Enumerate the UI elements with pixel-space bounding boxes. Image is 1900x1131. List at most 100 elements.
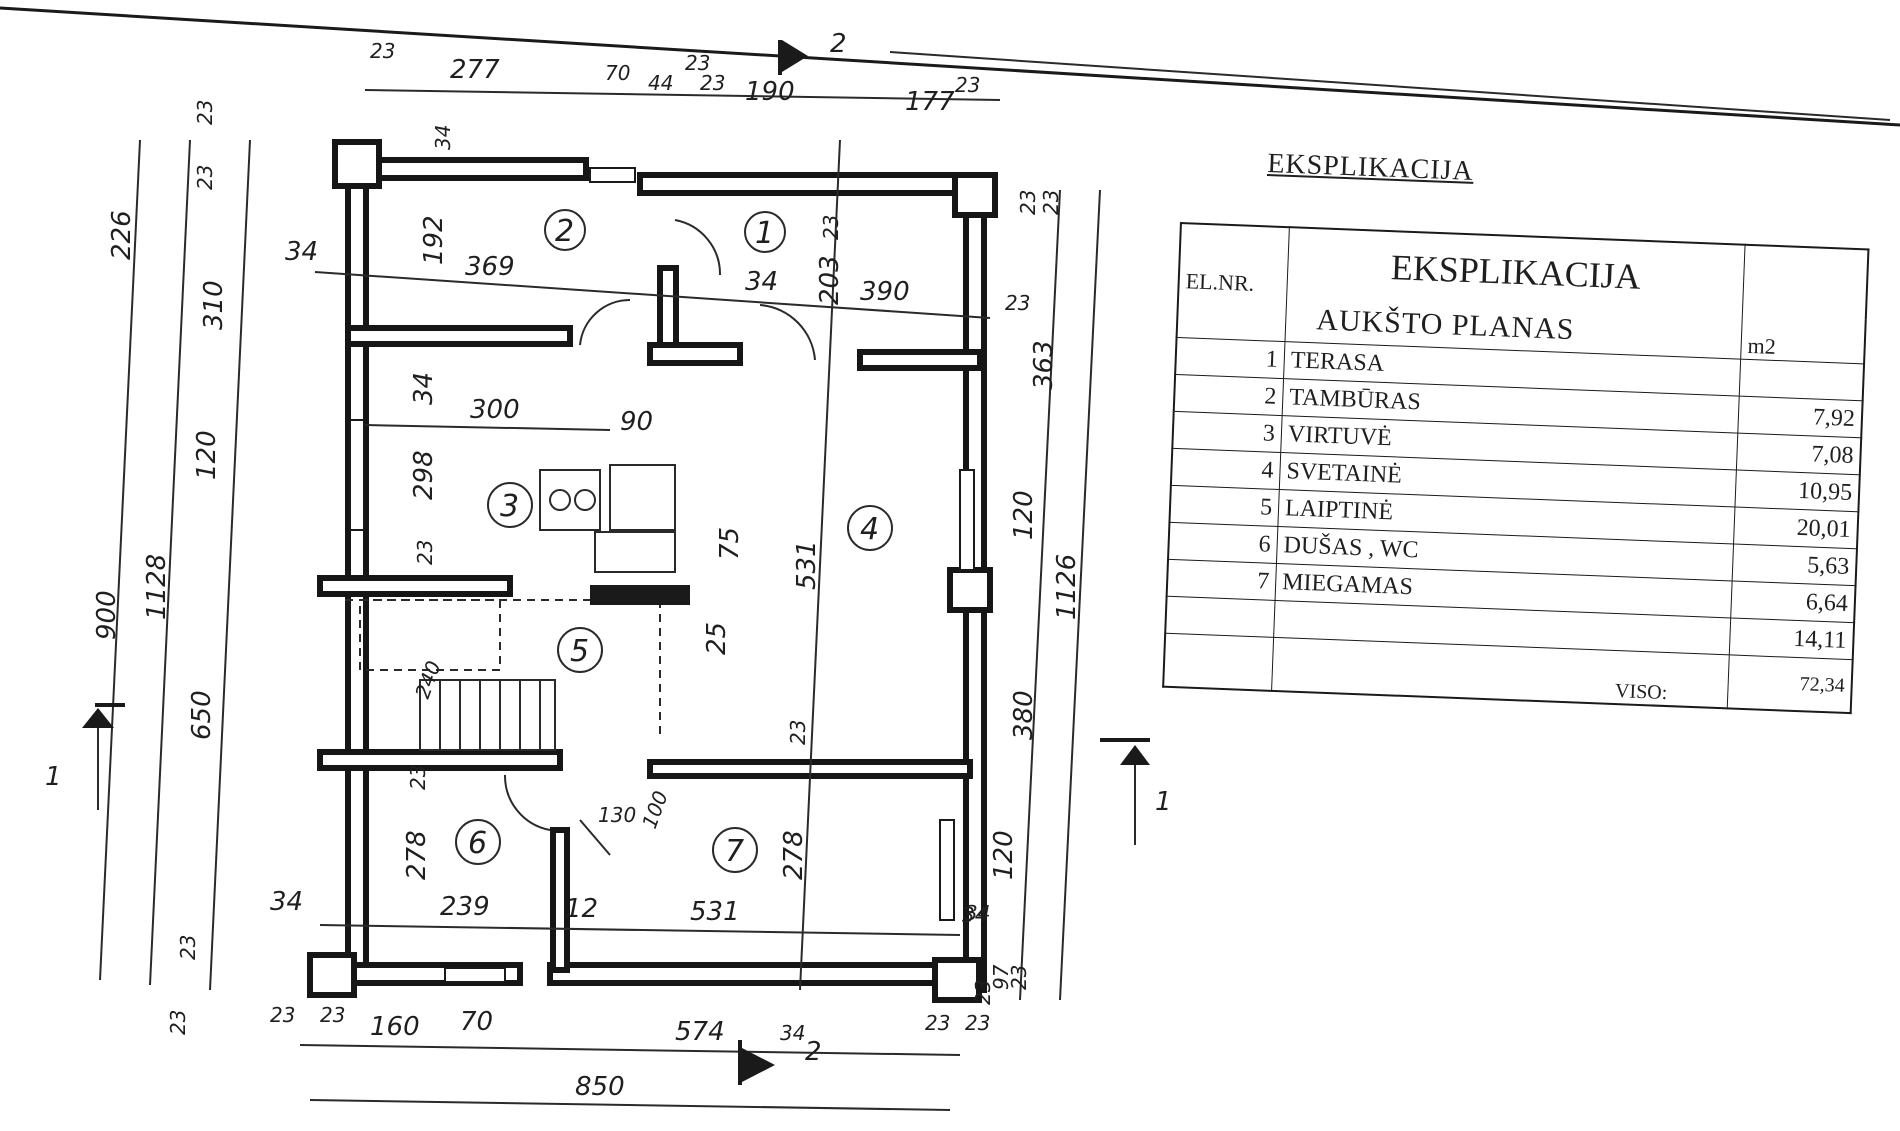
dim-inner-16: 25 — [702, 622, 732, 655]
wall-south-right — [547, 962, 983, 986]
dim-top-7: 177 — [905, 87, 955, 117]
corner-sw — [307, 952, 357, 998]
dim-top-3: 44 — [648, 71, 673, 95]
dims-inner: 34 192 369 34 203 23 390 23 34 300 90 34… — [270, 125, 1030, 927]
dim-bottom-4: 574 — [675, 1017, 725, 1047]
dim-inner-0: 34 — [431, 125, 455, 150]
dim-inner-1: 192 — [419, 215, 449, 265]
dim-inner-14: 75 — [715, 527, 745, 560]
paper-edge-line — [0, 6, 1900, 127]
dim-left-4: 900 — [92, 590, 122, 640]
wall-wc-east — [550, 827, 570, 973]
dim-inner-22: 100 — [637, 788, 673, 832]
room-no-4: 4 — [860, 512, 879, 547]
wall-north-right — [637, 172, 989, 196]
dim-inner-24: 34 — [270, 887, 303, 917]
dim-right-10: 23 — [1007, 965, 1031, 990]
window-south — [444, 967, 506, 983]
dim-inner-6: 390 — [860, 277, 910, 307]
dim-right-4: 1126 — [1052, 554, 1082, 620]
dim-right-9: 97 — [989, 964, 1013, 990]
section-mark-right: 1 — [1155, 787, 1172, 817]
corner-se — [932, 957, 982, 1003]
dim-inner-25: 239 — [440, 892, 490, 922]
stairs-upper — [359, 599, 501, 671]
dims-bottom: 23 23 160 70 574 34 23 23 850 — [270, 1003, 990, 1102]
dim-left-9: 23 — [166, 1010, 190, 1035]
wall-stair-north — [317, 575, 513, 597]
room-no-6: 6 — [468, 826, 487, 861]
cabinet-icon — [594, 531, 676, 573]
dim-inner-5: 23 — [819, 215, 843, 240]
legend-row-area: 7,92 — [1737, 396, 1863, 438]
dim-inner-15: 531 — [792, 540, 822, 590]
dim-left-1: 23 — [193, 165, 217, 190]
legend-row-nr: 6 — [1168, 522, 1278, 564]
dim-right-6: 120 — [989, 830, 1019, 880]
dim-top-6: 190 — [745, 77, 795, 107]
dim-bottom-7: 23 — [965, 1011, 990, 1035]
room-no-3: 3 — [500, 489, 519, 524]
section-mark-left: 1 — [45, 762, 62, 792]
dim-right-3: 120 — [1009, 490, 1039, 540]
dim-left-6: 120 — [192, 430, 222, 480]
dim-inner-26: 12 — [565, 894, 598, 924]
stove-icon — [609, 464, 676, 531]
sink-icon — [539, 469, 601, 531]
dim-bottom-8: 850 — [575, 1072, 625, 1102]
legend-extra-area: 14,11 — [1729, 617, 1855, 660]
legend-row-nr: 2 — [1173, 374, 1284, 416]
section-arrow-left-icon — [82, 708, 114, 728]
dim-right-1: 23 — [1039, 190, 1063, 215]
dim-right-8: 23 — [971, 980, 995, 1005]
door-bedroom — [579, 819, 611, 856]
wall-kitchen-north — [647, 342, 743, 366]
legend-row-area — [1739, 359, 1865, 401]
wall-north-left — [345, 157, 589, 181]
dim-inner-12: 298 — [409, 450, 439, 500]
room-numbers: 1 2 3 4 5 6 7 — [455, 209, 893, 873]
dim-top-0: 23 — [370, 39, 395, 63]
wall-tambur-south — [345, 325, 573, 347]
dim-inner-9: 300 — [470, 395, 520, 425]
dim-left-2: 226 — [107, 210, 137, 260]
dim-bottom-5: 34 — [780, 1021, 805, 1045]
dim-inner-2: 369 — [465, 252, 515, 282]
dims-top: 23 277 70 44 23 23 190 177 23 — [370, 39, 980, 117]
dim-inner-3: 34 — [285, 237, 318, 267]
dim-right-5: 380 — [1009, 690, 1039, 740]
dim-inner-19: 23 — [786, 720, 810, 745]
dim-bottom-6: 23 — [925, 1011, 950, 1035]
wall-stair-south — [317, 749, 563, 771]
legend-row-area: 6,64 — [1730, 580, 1856, 623]
wall-east-cross — [947, 567, 993, 613]
section-mark-top: 2 — [830, 29, 847, 59]
dim-inner-11: 34 — [409, 372, 439, 405]
room-no-2: 2 — [555, 214, 574, 249]
legend-row-area: 10,95 — [1734, 470, 1860, 512]
window-east-lower — [939, 819, 955, 921]
dim-inner-28: 34 — [962, 903, 987, 927]
window-north — [589, 167, 636, 183]
dim-bottom-0: 23 — [270, 1003, 295, 1027]
dim-inner-20: 278 — [402, 830, 432, 880]
dim-left-0: 23 — [193, 100, 217, 125]
legend-total-value: 72,34 — [1727, 654, 1853, 714]
dim-inner-8: 34 — [745, 267, 778, 297]
legend-row-nr: 3 — [1172, 411, 1283, 453]
stairs — [345, 599, 661, 751]
door-wc — [503, 774, 551, 831]
door-living — [759, 304, 816, 361]
legend-row-nr: 1 — [1175, 337, 1285, 379]
legend-table: EL.NR. EKSPLIKACIJA m2 AUKŠTO PLANAS 1 T… — [1162, 222, 1870, 715]
legend-row-area: 7,08 — [1736, 433, 1862, 475]
dim-left-3: 310 — [199, 280, 229, 330]
legend-col-nr: EL.NR. — [1176, 223, 1290, 342]
dim-inner-21: 130 — [598, 803, 636, 827]
windows — [349, 167, 975, 983]
dim-inner-13: 23 — [413, 540, 437, 565]
door-swings — [503, 219, 816, 856]
room-no-1: 1 — [755, 216, 774, 251]
kitchen-appliances — [539, 464, 690, 605]
